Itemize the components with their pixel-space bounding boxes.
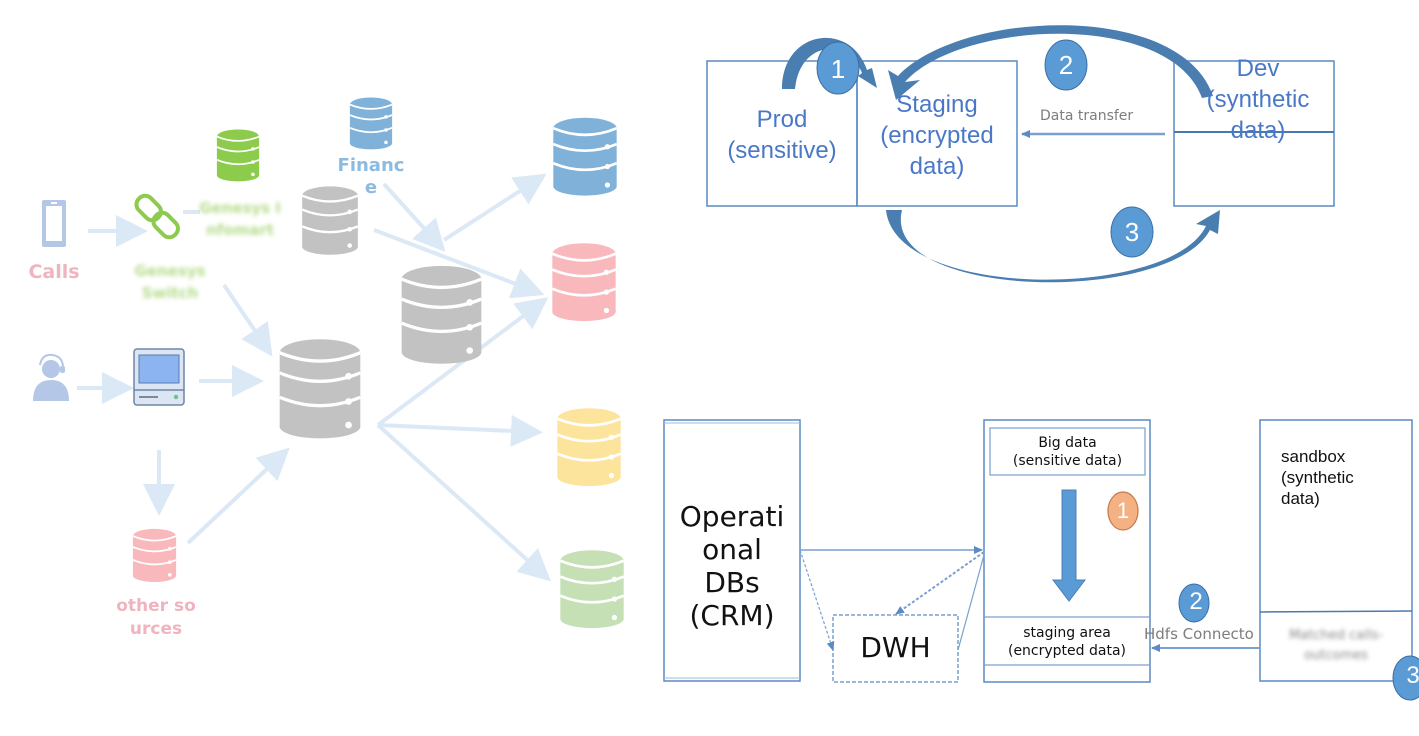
arrow-hub-to-green: [376, 423, 551, 582]
genesys-switch-label: Genesys Switch: [134, 262, 206, 302]
hub-database-icon: [278, 337, 362, 440]
other-sources-label: other sources: [116, 596, 196, 639]
staging-label-line1: Staging: [896, 91, 978, 118]
sandbox-box: [1259, 419, 1413, 682]
left-flow-arrows: [77, 173, 551, 582]
arrow-hub-to-yellow: [377, 414, 543, 447]
bigdata-line1: Big data: [1038, 435, 1097, 451]
genesys-database-icon: [216, 128, 260, 183]
dev-label-line3: data): [1230, 117, 1286, 144]
hdfs-connector-label: Hdfs Connecto: [1144, 625, 1254, 643]
matched-line2: outcomes: [1304, 648, 1368, 663]
arrow-switch-to-hub: [222, 283, 273, 357]
sandbox-divider: [1259, 610, 1413, 613]
arrow-finance-to-mid: [382, 182, 446, 252]
agent-headset-icon: [33, 353, 69, 401]
step3-curved-arrow: [886, 210, 1220, 283]
bigdata-outer-box: [983, 419, 1151, 683]
operational-line3: DBs: [704, 566, 760, 599]
data-transfer-label: Data transfer: [1040, 108, 1134, 124]
link-icon: [134, 193, 180, 240]
finance-label: Finance: [337, 155, 405, 198]
mid-database-icon: [400, 264, 483, 366]
genesys-infomart-label: Genesys Infomart: [199, 199, 281, 239]
operational-line2: onal: [702, 533, 762, 566]
step3-badge: [1110, 206, 1154, 258]
calls-label: Calls: [28, 261, 80, 283]
bottom-step2-number: 2: [1189, 588, 1203, 615]
operational-line1: Operati: [679, 500, 785, 533]
target-red-database-icon: [551, 241, 617, 323]
staging-label-line2: (encrypted: [880, 122, 994, 149]
staging-label-line3: data): [909, 153, 965, 180]
step1-badge: [816, 41, 860, 95]
matched-line1: Matched calls-: [1289, 628, 1383, 643]
bigdata-down-arrow: [1051, 489, 1087, 602]
arrow-grayhigh-to-red: [373, 228, 545, 299]
dev-box: [1173, 60, 1335, 207]
prod-label-line2: (sensitive): [727, 137, 837, 164]
staging-area-line1: staging area: [1023, 625, 1111, 641]
staging-area-label: staging area (encrypted data): [984, 624, 1150, 660]
staging-area-line2: (encrypted data): [1007, 643, 1126, 659]
staging-label: Staging (encrypted data): [857, 89, 1017, 182]
sandbox-line2: (synthetic: [1281, 468, 1354, 487]
bigdata-line2: (sensitive data): [1012, 453, 1123, 469]
target-blue-database-icon: [552, 116, 618, 197]
dev-label-line2: (synthetic: [1206, 86, 1310, 113]
arrow-other-to-hub: [186, 447, 290, 545]
bottom-step1-number: 1: [1116, 498, 1130, 523]
arrow-hub-to-red: [376, 297, 549, 427]
dev-label: Dev (synthetic data): [1178, 53, 1338, 146]
bottom-step2-badge: [1178, 583, 1210, 623]
bigdata-to-dwh-dashed-arrow: [895, 551, 985, 615]
operational-dbs-label: Operati onal DBs (CRM): [664, 500, 800, 632]
sandbox-label: sandbox (synthetic data): [1281, 446, 1354, 509]
computer-icon: [133, 348, 185, 406]
step2-curved-arrow: [888, 25, 1213, 101]
step1-number: 1: [830, 54, 846, 84]
arrow-mid-to-blue: [442, 173, 547, 242]
finance-database-icon: [349, 96, 393, 151]
prod-label-line1: Prod: [756, 106, 808, 133]
operational-line4: (CRM): [689, 599, 775, 632]
bottom-step3-number: 3: [1406, 662, 1419, 689]
sandbox-line3: data): [1281, 489, 1320, 508]
step2-number: 2: [1058, 50, 1074, 80]
matched-calls-label: Matched calls- outcomes: [1262, 626, 1410, 666]
target-yellow-database-icon: [556, 406, 622, 488]
bottom-step3-badge: [1392, 655, 1419, 701]
bigdata-label: Big data (sensitive data): [990, 434, 1145, 470]
bottom-step1-badge: [1107, 491, 1139, 531]
dwh-label: DWH: [860, 631, 931, 664]
target-green-database-icon: [559, 548, 625, 630]
step2-badge: [1044, 39, 1088, 91]
phone-icon: [42, 200, 66, 247]
other-sources-database-icon: [132, 527, 177, 583]
sandbox-line1: sandbox: [1281, 447, 1346, 466]
staging-box: [856, 60, 1018, 207]
bigdata-inner-box: [989, 427, 1146, 476]
dwh-to-bigdata-line: [957, 554, 985, 651]
step3-number: 3: [1124, 217, 1140, 247]
ops-to-dwh-arrow: [799, 549, 835, 651]
prod-label: Prod (sensitive): [707, 104, 857, 166]
dev-label-line1: Dev: [1236, 55, 1280, 82]
